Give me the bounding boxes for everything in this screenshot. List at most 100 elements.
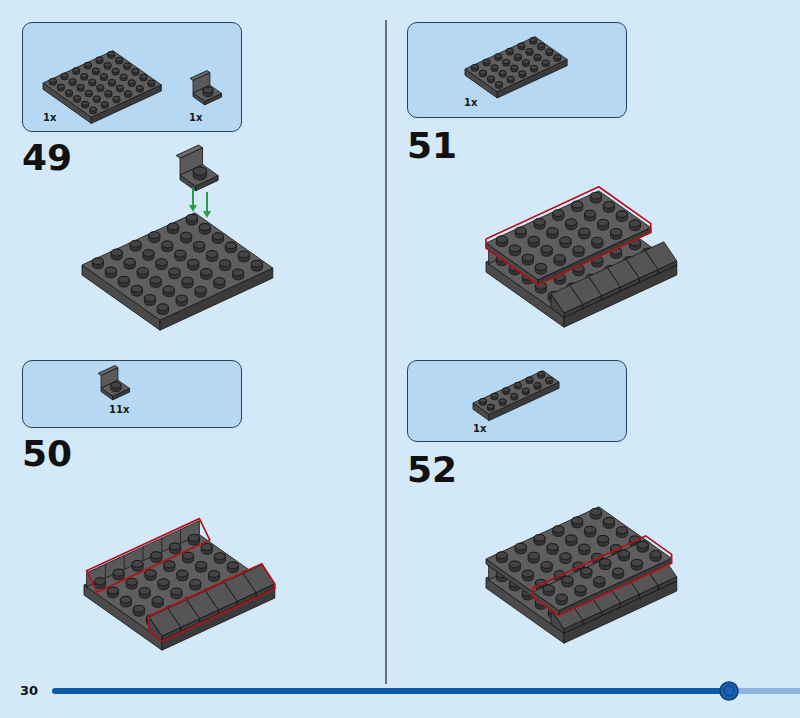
stud-side bbox=[69, 79, 76, 86]
stud-side bbox=[214, 278, 225, 289]
stud-top bbox=[156, 259, 167, 266]
stud-side bbox=[111, 249, 122, 260]
step-49-build bbox=[82, 145, 273, 330]
stud-top bbox=[511, 393, 518, 397]
stud-side bbox=[509, 245, 520, 256]
stud-top bbox=[554, 55, 561, 59]
stud-top bbox=[553, 526, 564, 533]
stud-top bbox=[534, 383, 541, 387]
stud-side bbox=[164, 561, 175, 572]
stud-side bbox=[496, 236, 507, 247]
stud-side bbox=[526, 49, 533, 56]
stud-side bbox=[107, 587, 118, 598]
stud-side bbox=[541, 562, 552, 573]
stud-top bbox=[495, 54, 502, 58]
stud-top bbox=[158, 579, 169, 586]
stud-side bbox=[579, 228, 590, 239]
brick-face bbox=[176, 145, 202, 158]
stud-top bbox=[124, 258, 135, 265]
stud-side bbox=[169, 268, 180, 279]
stud-side bbox=[176, 295, 187, 306]
stud-side bbox=[66, 90, 73, 97]
stud-top bbox=[212, 233, 223, 240]
stud-side bbox=[128, 80, 135, 87]
stud-top bbox=[572, 201, 583, 208]
stud-top bbox=[479, 70, 486, 74]
stud-top bbox=[118, 276, 129, 283]
stud-top bbox=[152, 597, 163, 604]
stud-top bbox=[528, 236, 539, 243]
stud-top bbox=[139, 588, 150, 595]
stud-top bbox=[538, 372, 545, 376]
stud-top bbox=[125, 91, 132, 95]
stud-top bbox=[105, 91, 112, 95]
stud-side bbox=[74, 96, 81, 103]
stud-side bbox=[209, 571, 220, 582]
stud-top bbox=[629, 220, 640, 227]
stud-side bbox=[499, 399, 506, 406]
stud-side bbox=[140, 74, 147, 81]
stud-top bbox=[111, 382, 121, 388]
stud-side bbox=[220, 260, 231, 271]
stud-side bbox=[150, 277, 161, 288]
stud-top bbox=[579, 228, 590, 235]
stud-top bbox=[203, 87, 213, 93]
stud-top bbox=[89, 79, 96, 83]
bracket-seam bbox=[105, 564, 106, 578]
stud-top bbox=[132, 560, 143, 567]
stud-top bbox=[566, 535, 577, 542]
stud-side bbox=[111, 382, 121, 392]
stud-side bbox=[573, 246, 584, 257]
stud-side bbox=[163, 286, 174, 297]
stud-side bbox=[515, 543, 526, 554]
brick-face bbox=[658, 261, 677, 274]
stud-top bbox=[164, 561, 175, 568]
stud-top bbox=[509, 561, 520, 568]
stud-top bbox=[541, 562, 552, 569]
stud-side bbox=[603, 518, 614, 529]
stud-top bbox=[92, 68, 99, 72]
stud-top bbox=[186, 214, 197, 221]
brick-face bbox=[620, 594, 639, 607]
parts-callout-box: 1x bbox=[407, 22, 627, 118]
stud-side bbox=[581, 568, 592, 579]
brick-face bbox=[551, 294, 564, 317]
stud-side bbox=[195, 286, 206, 297]
stud-side bbox=[93, 96, 100, 103]
stud-side bbox=[125, 91, 132, 98]
stud-top bbox=[514, 382, 521, 386]
stud-side bbox=[113, 569, 124, 580]
stud-side bbox=[546, 49, 553, 56]
stud-top bbox=[534, 218, 545, 225]
stud-top bbox=[61, 73, 68, 77]
stud-side bbox=[227, 562, 238, 573]
stud-side bbox=[145, 570, 156, 581]
stud-top bbox=[188, 259, 199, 266]
stud-top bbox=[168, 223, 179, 230]
stud-side bbox=[507, 76, 514, 83]
stud-side bbox=[233, 269, 244, 280]
stud-side bbox=[542, 60, 549, 67]
stud-top bbox=[148, 80, 155, 84]
stud-top bbox=[491, 393, 498, 397]
stud-top bbox=[176, 295, 187, 302]
stud-top bbox=[491, 65, 498, 69]
stud-side bbox=[543, 585, 554, 596]
stud-side bbox=[631, 559, 642, 570]
stud-top bbox=[499, 71, 506, 75]
stud-top bbox=[175, 250, 186, 257]
stud-top bbox=[535, 263, 546, 270]
brick-face bbox=[658, 577, 677, 590]
stud-top bbox=[201, 544, 212, 551]
stud-side bbox=[92, 258, 103, 269]
stud-side bbox=[503, 388, 510, 395]
stud-side bbox=[471, 65, 478, 72]
stud-side bbox=[522, 254, 533, 265]
stud-side bbox=[575, 585, 586, 596]
stud-side bbox=[132, 69, 139, 76]
stud-side bbox=[105, 91, 112, 98]
stud-top bbox=[515, 227, 526, 234]
stud-side bbox=[144, 295, 155, 306]
stud-top bbox=[131, 285, 142, 292]
stud-side bbox=[136, 86, 143, 93]
